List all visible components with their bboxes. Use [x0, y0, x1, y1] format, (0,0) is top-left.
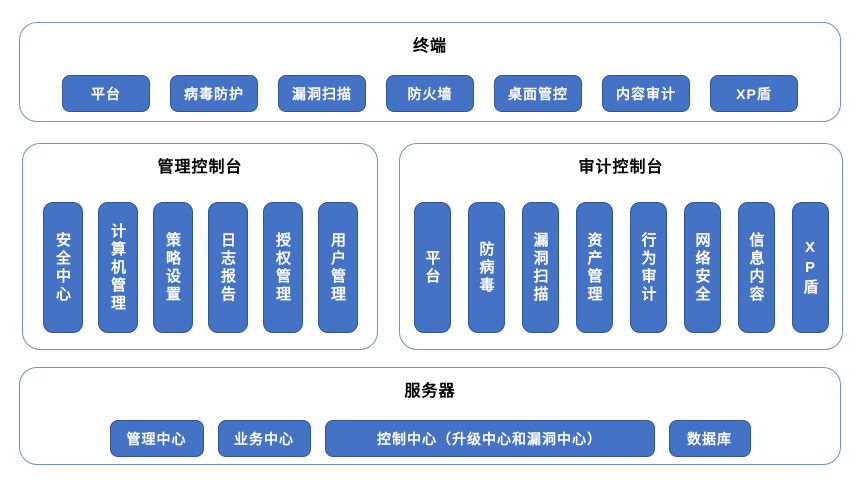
- terminal-item-vulnerability-scan: 漏洞扫描: [278, 75, 366, 112]
- audit-item-network-security: 网络安全: [683, 202, 721, 333]
- terminal-item-firewall: 防火墙: [386, 75, 474, 112]
- audit-item-behavior-audit: 行为审计: [629, 202, 667, 333]
- server-items-row: 管理中心 业务中心 控制中心（升级中心和漏洞中心） 数据库: [20, 420, 840, 457]
- management-console-items-row: 安全中心 计算机管理 策略设置 日志报告 授权管理 用户管理: [23, 202, 377, 333]
- audit-item-asset-management: 资产管理: [575, 202, 613, 333]
- audit-console-panel: 审计控制台 平台 防病毒 漏洞扫描 资产管理 行为审计 网络安全 信息内容 XP…: [399, 143, 843, 350]
- terminal-item-platform: 平台: [62, 75, 150, 112]
- audit-item-vulnerability-scan: 漏洞扫描: [521, 202, 559, 333]
- server-panel-title: 服务器: [404, 383, 456, 400]
- management-console-title: 管理控制台: [157, 159, 243, 176]
- audit-item-xp-shield: XP盾: [791, 202, 829, 333]
- terminal-item-desktop-control: 桌面管控: [494, 75, 582, 112]
- terminal-items-row: 平台 病毒防护 漏洞扫描 防火墙 桌面管控 内容审计 XP盾: [20, 75, 840, 112]
- management-console-panel: 管理控制台 安全中心 计算机管理 策略设置 日志报告 授权管理 用户管理: [22, 143, 378, 350]
- mgmt-item-log-report: 日志报告: [207, 202, 248, 333]
- audit-item-information-content: 信息内容: [737, 202, 775, 333]
- audit-item-platform: 平台: [413, 202, 451, 333]
- mgmt-item-authorization-management: 授权管理: [262, 202, 303, 333]
- mgmt-item-security-center: 安全中心: [42, 202, 83, 333]
- server-item-database: 数据库: [668, 420, 751, 457]
- terminal-item-content-audit: 内容审计: [602, 75, 690, 112]
- terminal-item-xp-shield: XP盾: [710, 75, 798, 112]
- server-item-business-center: 业务中心: [217, 420, 311, 457]
- audit-console-title: 审计控制台: [578, 159, 664, 176]
- server-panel: 服务器 管理中心 业务中心 控制中心（升级中心和漏洞中心） 数据库: [19, 367, 841, 465]
- mgmt-item-user-management: 用户管理: [317, 202, 358, 333]
- terminal-panel: 终端 平台 病毒防护 漏洞扫描 防火墙 桌面管控 内容审计 XP盾: [19, 22, 841, 122]
- audit-console-items-row: 平台 防病毒 漏洞扫描 资产管理 行为审计 网络安全 信息内容 XP盾: [400, 202, 842, 333]
- terminal-item-virus-protection: 病毒防护: [170, 75, 258, 112]
- mgmt-item-policy-settings: 策略设置: [152, 202, 193, 333]
- terminal-panel-title: 终端: [412, 38, 447, 55]
- mgmt-item-computer-management: 计算机管理: [97, 202, 138, 333]
- audit-item-antivirus: 防病毒: [467, 202, 505, 333]
- server-item-management-center: 管理中心: [109, 420, 204, 457]
- server-item-control-center: 控制中心（升级中心和漏洞中心）: [324, 420, 655, 457]
